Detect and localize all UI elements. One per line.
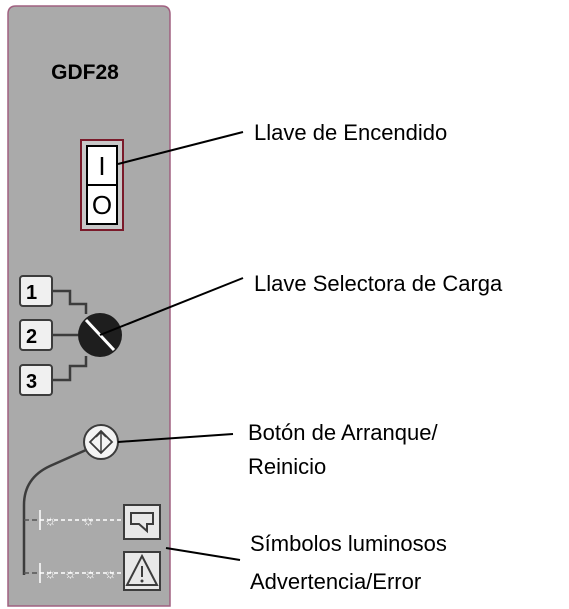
power-off-symbol: O <box>92 190 112 220</box>
sun-icon: ☼ <box>44 512 57 528</box>
error-light <box>123 551 161 591</box>
selector-position-2: 2 <box>19 319 53 351</box>
start-reset-button[interactable] <box>22 424 119 575</box>
selector-position-1: 1 <box>19 275 53 307</box>
power-on-symbol: I <box>98 151 105 181</box>
start-reset-wire <box>22 448 87 575</box>
selector-position-3: 3 <box>19 364 53 396</box>
light-symbols-label: Símbolos luminosos <box>250 531 447 556</box>
sun-icon: ☼ <box>84 565 97 581</box>
error-triangle-icon <box>125 553 159 586</box>
sun-icon: ☼ <box>104 565 117 581</box>
power-switch[interactable]: I O <box>80 139 124 231</box>
power-switch-label: Llave de Encendido <box>254 120 447 145</box>
selector-position-1-label: 1 <box>26 282 37 304</box>
sun-icon: ☼ <box>64 565 77 581</box>
callout-lines <box>99 131 244 561</box>
load-selector-label: Llave Selectora de Carga <box>254 271 503 296</box>
start-reset-label-line1: Botón de Arranque/ <box>248 420 438 445</box>
sun-icon: ☼ <box>44 565 57 581</box>
control-panel: GDF28 <box>7 5 171 607</box>
indicator-lights: ☼ ☼ ☼ ☼ ☼ ☼ <box>24 504 161 591</box>
selector-position-3-label: 3 <box>26 371 37 393</box>
model-label: GDF28 <box>51 61 119 84</box>
warning-light <box>123 504 161 540</box>
start-reset-label-line2: Reinicio <box>248 454 326 479</box>
warning-error-label: Advertencia/Error <box>250 569 421 594</box>
selector-position-2-label: 2 <box>26 326 37 348</box>
warning-icon <box>130 512 154 534</box>
sun-icon: ☼ <box>82 512 95 528</box>
